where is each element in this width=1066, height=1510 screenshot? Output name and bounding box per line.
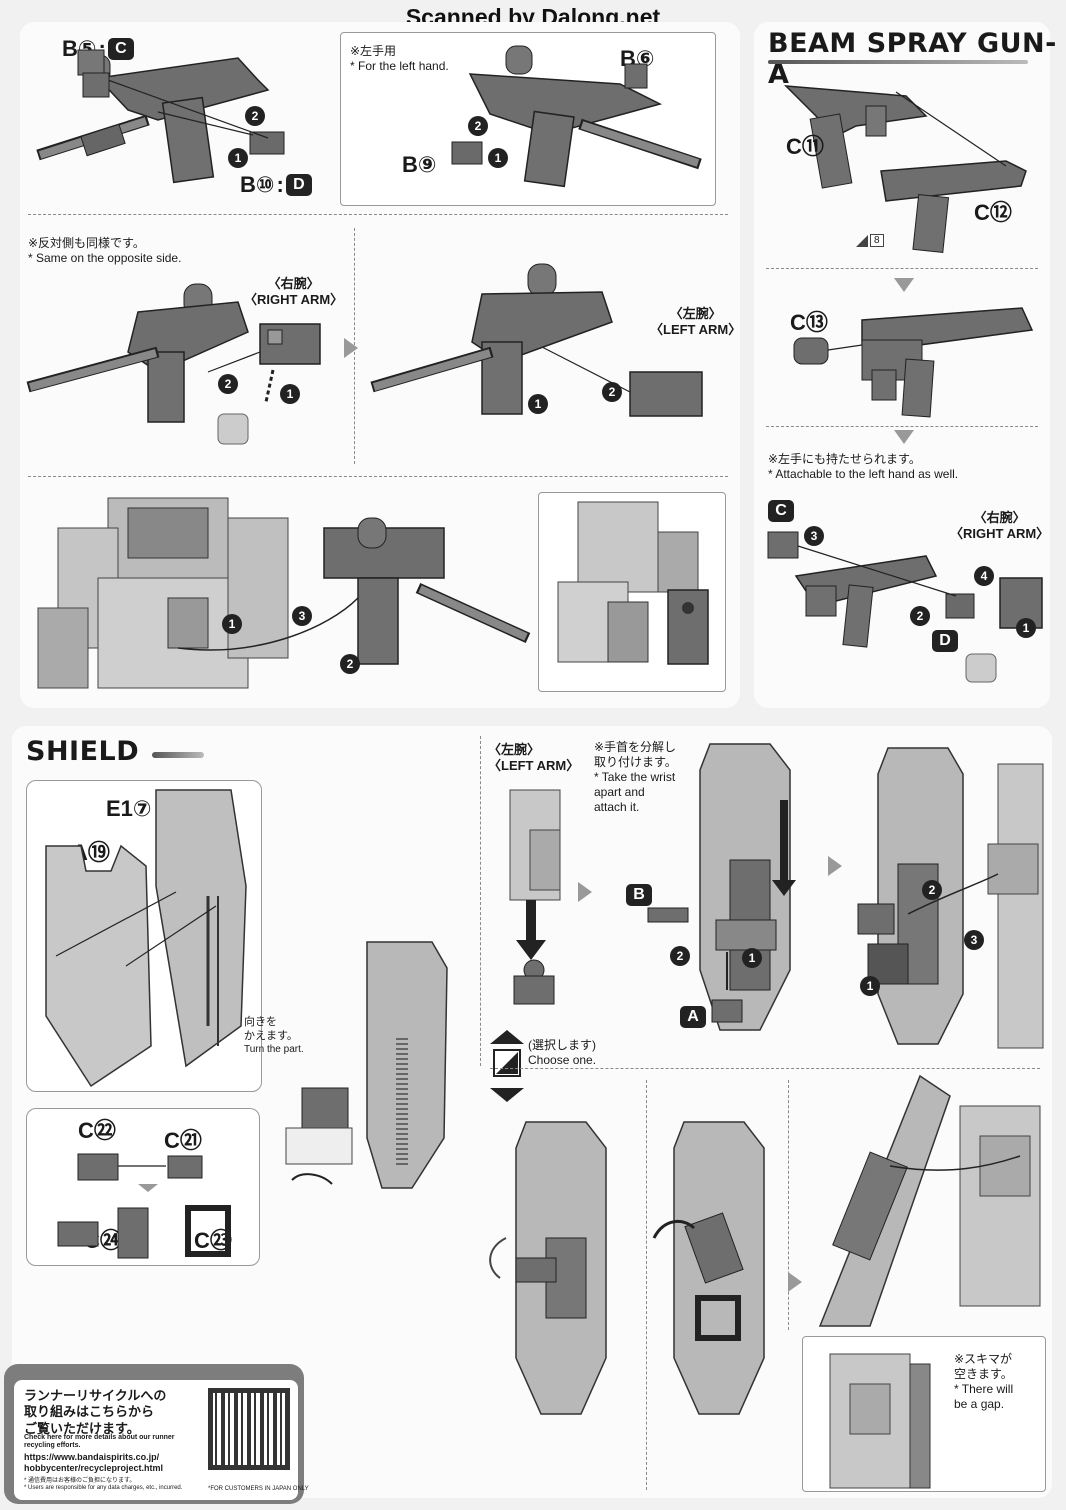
part-label-c12: C⑫	[974, 200, 1012, 225]
turn-part-note: 向きを かえます。 Turn the part.	[244, 1016, 304, 1055]
choose-one-icon	[490, 1030, 524, 1107]
shield-left-arm-label: 〈左腕〉 〈LEFT ARM〉	[488, 742, 580, 773]
for-customers-in-japan-note: *FOR CUSTOMERS IN JAPAN ONLY	[208, 1486, 309, 1492]
step-2-marker-shield: 2	[670, 946, 690, 966]
shield-plates-illustration	[45, 789, 247, 1088]
part-label-c13: C⑬	[790, 310, 828, 335]
step-1-marker-rarm: 1	[280, 384, 300, 404]
step-2-marker-shield-robot: 2	[922, 880, 942, 900]
handle-parts-illustration	[57, 1153, 231, 1259]
recycle-data-charge-note: * 通信費用はお客様のご負担になります。 * Users are respons…	[24, 1478, 183, 1492]
part-label-a: A	[680, 1006, 706, 1028]
beam-gun-illustration-top-left	[36, 49, 285, 184]
step-1-marker-larm: 1	[528, 394, 548, 414]
left-arm-label: 〈左腕〉 〈LEFT ARM〉	[650, 306, 742, 337]
part-label-c23: C㉓	[194, 1228, 232, 1253]
opposite-side-note: ※反対側も同様です。 * Same on the opposite side.	[28, 236, 182, 265]
part-label-c: C	[768, 500, 794, 522]
next-step-arrow	[344, 338, 358, 358]
shield-center-illustration	[285, 941, 448, 1189]
gap-note: ※スキマが 空きます。 * There will be a gap.	[954, 1352, 1014, 1411]
part-label-b5-c: B⑤:C	[62, 38, 134, 60]
part-label-c22: C㉒	[78, 1118, 116, 1143]
gun-a-title: BEAM SPRAY GUN-A	[768, 28, 1057, 90]
divider	[766, 268, 1038, 269]
shield-to-robot-illustration	[857, 747, 1044, 1049]
divider	[788, 1080, 789, 1330]
step-2-marker-gun-a: 2	[910, 606, 930, 626]
gun-to-left-arm-illustration	[370, 263, 703, 417]
shield-variant-1-illustration	[489, 1121, 607, 1415]
sticker-marker: 8	[856, 234, 884, 247]
step-2-marker-larm: 2	[602, 382, 622, 402]
qr-code-icon[interactable]	[208, 1388, 290, 1470]
step-2-marker-robot: 2	[340, 654, 360, 674]
gun-a-title-bar	[768, 60, 1028, 64]
step-1-marker-shield: 1	[742, 948, 762, 968]
next-step-arrow	[828, 856, 842, 876]
part-label-e17: E1⑦	[106, 796, 152, 821]
step-1-marker-shield-robot: 1	[860, 976, 880, 996]
step-2-marker: 2	[245, 106, 265, 126]
gun-a-right-arm-label: 〈右腕〉 〈RIGHT ARM〉	[950, 510, 1050, 541]
recycle-jp-text: ランナーリサイクルへの 取り組みはこちらから ご覧いただけます。	[24, 1388, 167, 1436]
step-1-marker-gun-a: 1	[1016, 618, 1036, 638]
shield-wrist-attach-illustration	[647, 743, 796, 1031]
part-label-c21: C㉑	[164, 1128, 202, 1153]
next-step-arrow	[578, 882, 592, 902]
shield-title: SHIELD	[26, 736, 140, 767]
gun-a-assembled-illustration	[793, 307, 1034, 418]
recycle-en-text: Check here for more details about our ru…	[24, 1434, 175, 1450]
down-arrow	[894, 278, 914, 292]
step-3-marker-robot: 3	[292, 606, 312, 626]
step-1-marker: 1	[228, 148, 248, 168]
robot-holding-gun-illustration	[37, 497, 531, 689]
step-4-marker-gun-a: 4	[974, 566, 994, 586]
b5-part-piece	[82, 72, 110, 98]
left-hand-note: ※左手用 * For the left hand.	[350, 44, 449, 73]
part-label-b9: B⑨	[402, 152, 437, 177]
beam-gun-illustration-left-hand	[451, 45, 702, 188]
gun-a-to-arm-illustration	[767, 531, 1043, 683]
part-label-d: D	[932, 630, 958, 652]
right-arm-label: 〈右腕〉 〈RIGHT ARM〉	[244, 276, 344, 307]
recycle-url[interactable]: https://www.bandaispirits.co.jp/ hobbyce…	[24, 1452, 164, 1473]
left-arm-wrist-illustration	[509, 789, 561, 1005]
step-3-marker-gun-a: 3	[804, 526, 824, 546]
next-step-arrow	[788, 1272, 802, 1292]
choose-one-note: (選択します) Choose one.	[528, 1038, 597, 1067]
divider	[28, 214, 728, 215]
divider	[646, 1080, 647, 1490]
divider	[28, 476, 728, 477]
shield-held-by-robot-illustration	[818, 1074, 1041, 1327]
gap-detail-illustration	[829, 1353, 931, 1489]
step-1-marker-lh: 1	[488, 148, 508, 168]
part-label-b10-d: B⑩:D	[240, 174, 312, 196]
down-arrow	[894, 430, 914, 444]
divider	[766, 426, 1038, 427]
divider	[480, 736, 481, 1066]
step-3-marker-shield-robot: 3	[964, 930, 984, 950]
step-2-marker-rarm: 2	[218, 374, 238, 394]
robot-detail-illustration	[557, 501, 709, 665]
step-2-marker-lh: 2	[468, 116, 488, 136]
step-1-marker-robot: 1	[222, 614, 242, 634]
gun-to-right-arm-illustration	[26, 283, 321, 445]
part-label-c11: C⑪	[786, 134, 824, 159]
divider	[490, 1068, 1040, 1069]
shield-variant-2-illustration	[652, 1121, 765, 1415]
gun-a-body-parts-illustration	[784, 85, 1027, 253]
shield-title-bar	[152, 752, 204, 758]
part-label-b: B	[626, 884, 652, 906]
left-hand-attach-note: ※左手にも持たせられます。 * Attachable to the left h…	[768, 452, 959, 481]
wrist-note: ※手首を分解し 取り付けます。 * Take the wrist apart a…	[594, 740, 677, 814]
